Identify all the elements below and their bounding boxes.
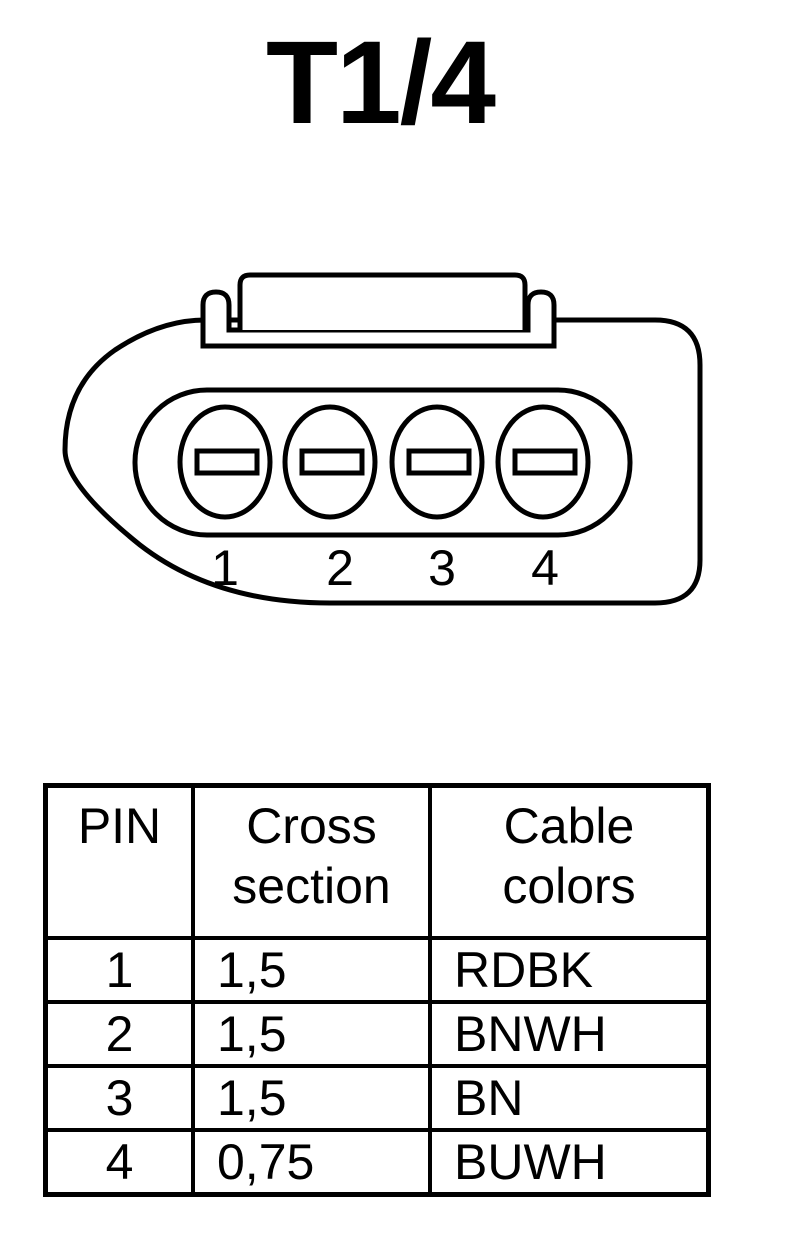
connector-title: T1/4 [265, 17, 496, 149]
pin-assignment-table: PIN Cross section Cable colors 1 1,5 RDB… [43, 783, 711, 1197]
table-row: 2 1,5 BNWH [43, 1000, 711, 1068]
pin-3 [389, 404, 485, 520]
row-cross-section: 1,5 [191, 936, 432, 1004]
row-pin: 4 [43, 1128, 195, 1197]
row-cable-color: BN [428, 1064, 711, 1132]
row-cross-section: 0,75 [191, 1128, 432, 1197]
table-row: 3 1,5 BN [43, 1064, 711, 1132]
table-header-row: PIN Cross section Cable colors [43, 783, 711, 940]
locking-tab [237, 272, 528, 330]
pin-2 [282, 404, 378, 520]
row-cross-section: 1,5 [191, 1000, 432, 1068]
row-pin: 2 [43, 1000, 195, 1068]
row-pin: 3 [43, 1064, 195, 1132]
table-row: 1 1,5 RDBK [43, 936, 711, 1004]
connector-drawing: 1 2 3 4 [62, 272, 703, 606]
locking-clip [200, 289, 557, 349]
table-row: 4 0,75 BUWH [43, 1128, 711, 1197]
header-cable-colors: Cable colors [428, 783, 711, 940]
pin-label-3: 3 [428, 540, 456, 596]
pin-4 [495, 404, 591, 520]
row-cable-color: RDBK [428, 936, 711, 1004]
pin-1 [177, 404, 273, 520]
pin-label-1: 1 [211, 540, 239, 596]
row-pin: 1 [43, 936, 195, 1004]
row-cross-section: 1,5 [191, 1064, 432, 1132]
header-pin: PIN [43, 783, 195, 940]
pin-label-4: 4 [531, 540, 559, 596]
pin-label-2: 2 [326, 540, 354, 596]
row-cable-color: BUWH [428, 1128, 711, 1197]
row-cable-color: BNWH [428, 1000, 711, 1068]
header-cross-section: Cross section [191, 783, 432, 940]
